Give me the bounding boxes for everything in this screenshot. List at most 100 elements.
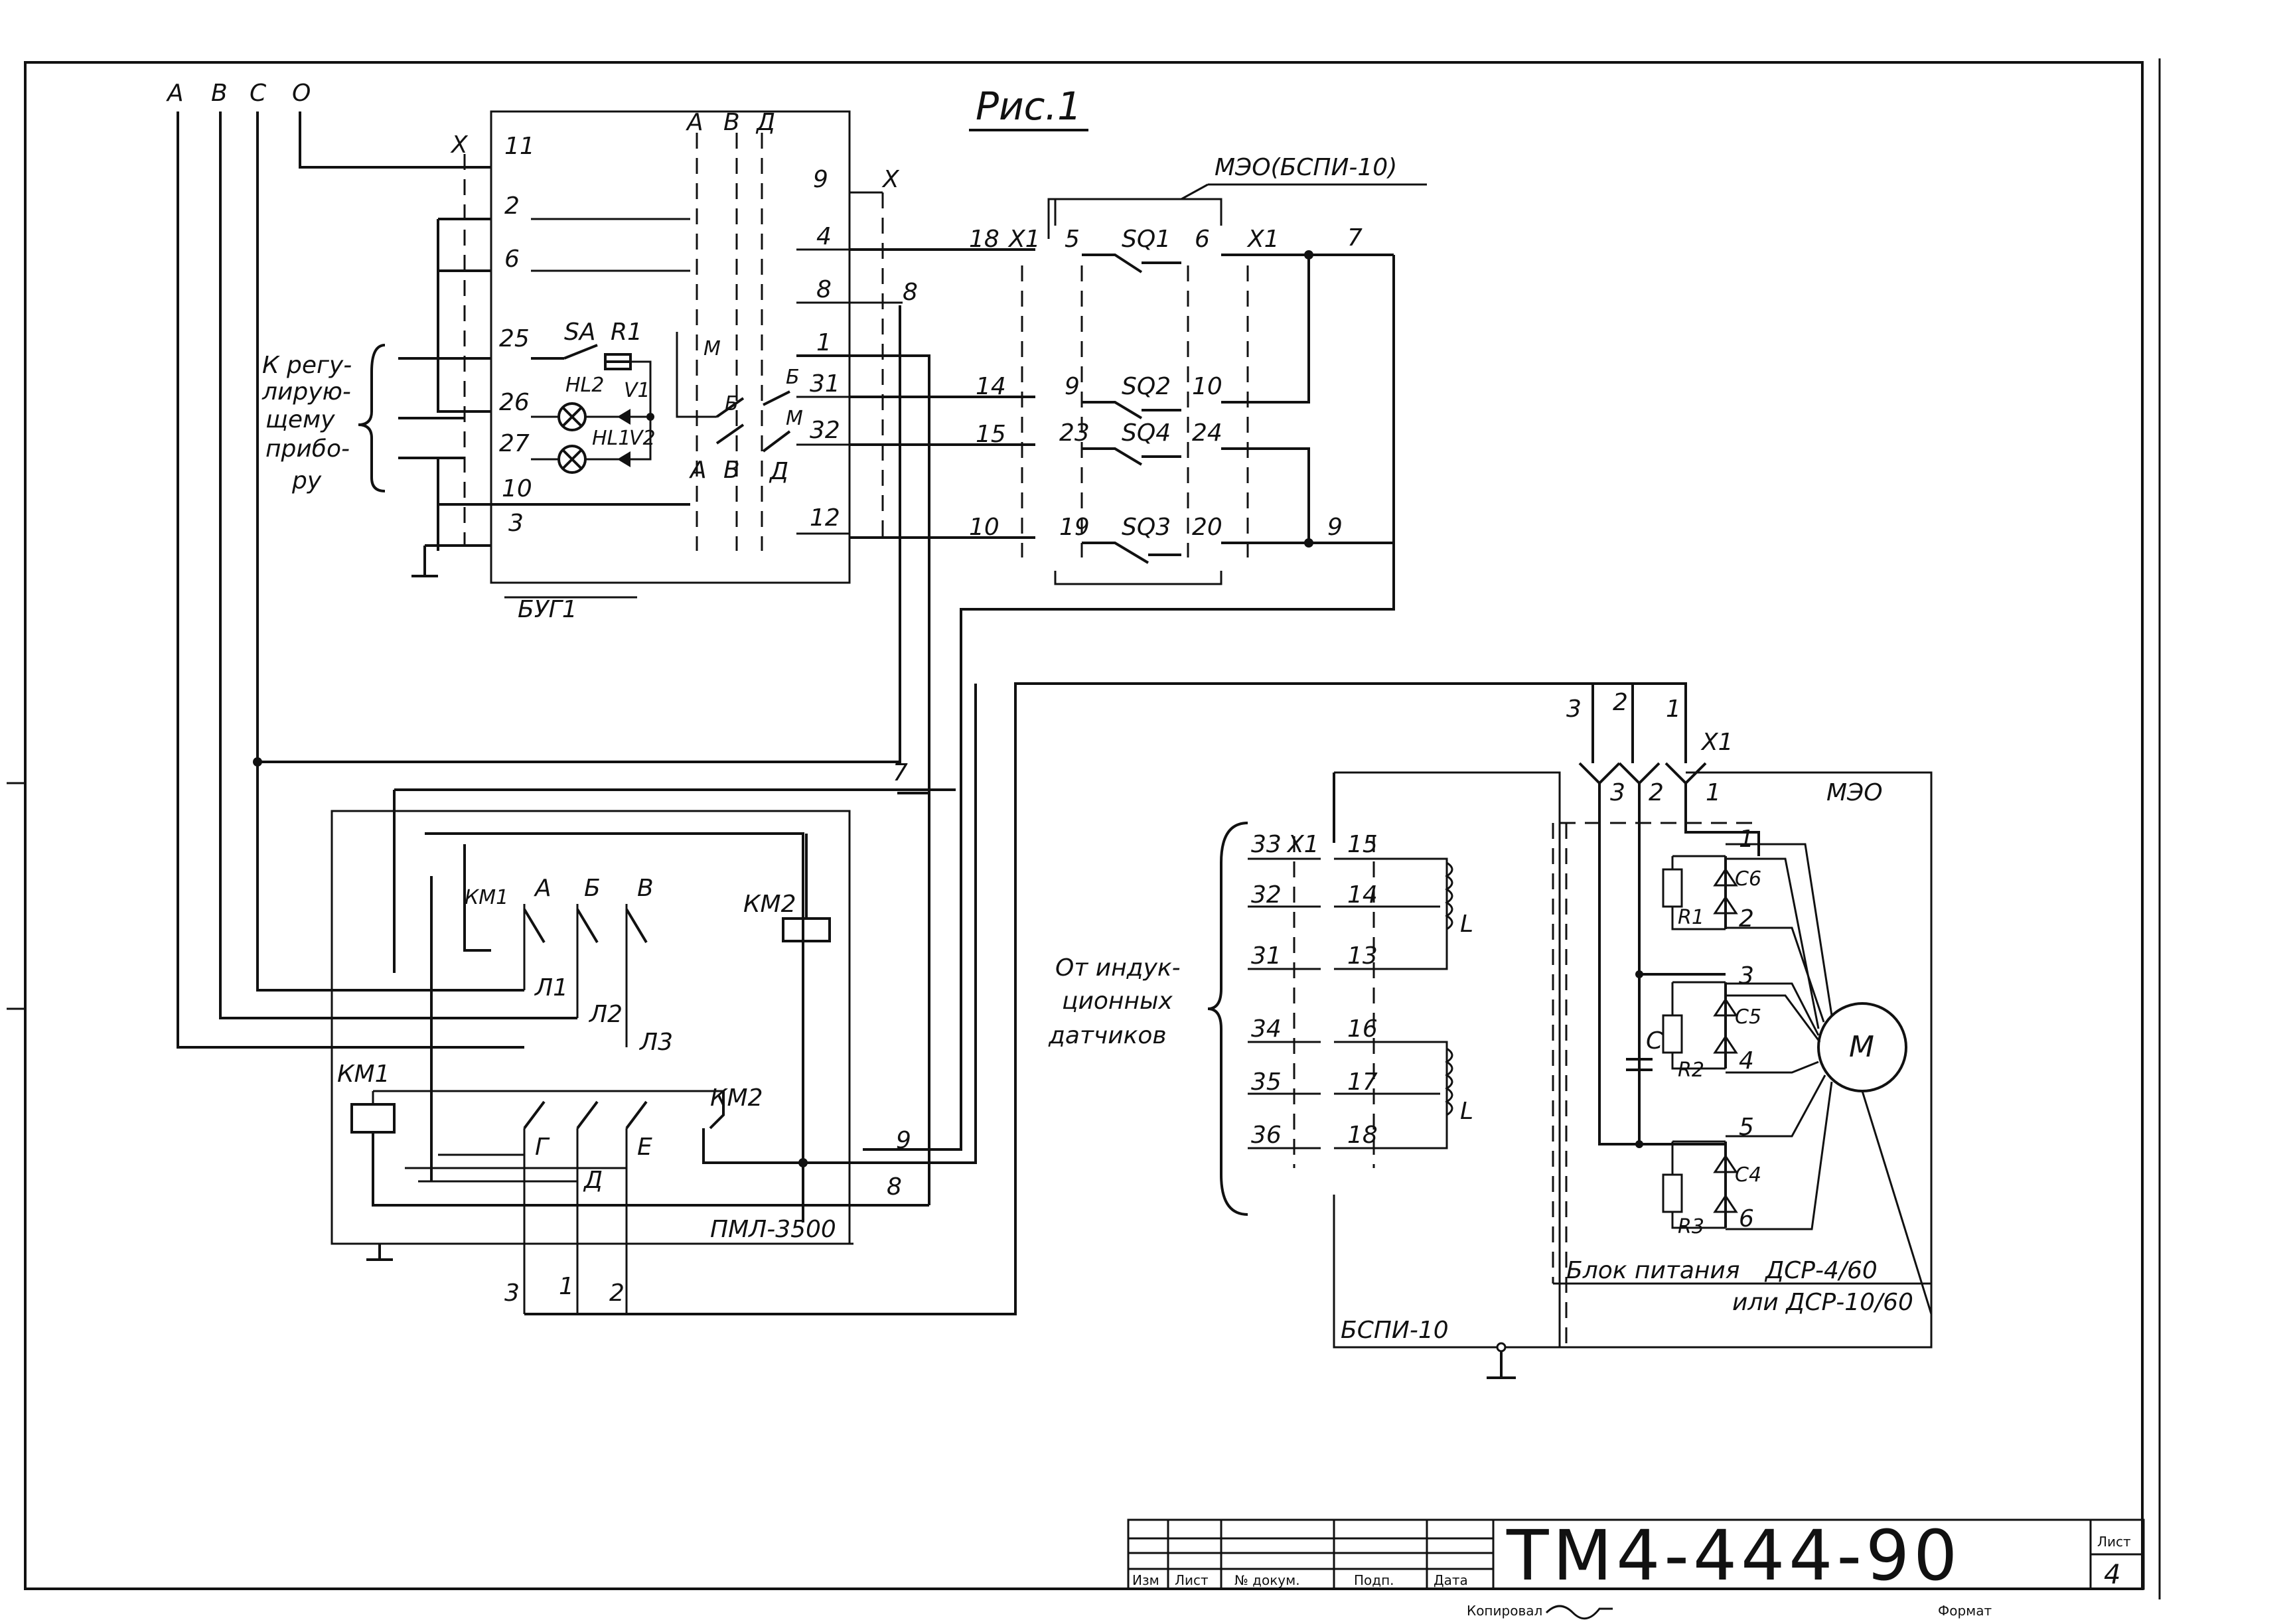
note-line: лирую-: [261, 378, 351, 406]
km1-contact-label: КМ1: [465, 886, 508, 909]
phase-c-label: С: [250, 80, 267, 107]
switch-letter: В: [723, 457, 740, 484]
wire-number: 15: [976, 421, 1006, 448]
diode-v1-symbol: [617, 409, 630, 425]
pml-contact-label: А: [534, 875, 552, 902]
bug-to-meo-wires: 18 14 15 10 Х1: [850, 226, 1041, 541]
switch-letter: А: [686, 109, 703, 136]
dsr-label: ДСР-4/60: [1764, 1257, 1878, 1284]
x1-label: Х1: [1246, 226, 1280, 253]
rectifier-node: 5: [1739, 1114, 1754, 1141]
switch-letter: М: [786, 407, 803, 430]
pml-label: ПМЛ-3500: [710, 1216, 836, 1243]
bug-right-pin: 31: [810, 370, 840, 398]
bug-right-pin: 12: [810, 504, 840, 532]
note-line: ру: [291, 467, 322, 494]
x1-label: Х1: [1700, 729, 1734, 756]
sheet-frame: [24, 61, 2144, 1590]
wire-number-9-right: 9: [1327, 514, 1343, 541]
sensors-note: От индук- ционных датчиков: [1048, 822, 1248, 1216]
pml-contact-label: Г: [535, 1134, 550, 1161]
bug-right-pin: 9: [813, 166, 828, 193]
rectifier-part: С4: [1735, 1163, 1761, 1187]
meo-pin: 19: [1059, 514, 1090, 541]
note-line: датчиков: [1048, 1022, 1167, 1049]
wire-number-9-pml: 9: [896, 1127, 911, 1154]
wire-number: 14: [976, 373, 1006, 400]
bug-pin: 11: [504, 133, 535, 160]
switch-letter: В: [723, 109, 740, 136]
bspi-pin: 16: [1347, 1015, 1378, 1043]
km2-coil-label: КМ2: [743, 891, 796, 918]
x-connector-label: Х: [450, 131, 469, 159]
meo-pin: 24: [1192, 419, 1222, 447]
phase-o-label: О: [292, 80, 311, 107]
sensor-pin: 33: [1251, 831, 1282, 858]
x-connector-label-right: Х: [881, 166, 900, 193]
x1-label: Х1: [1007, 226, 1041, 253]
bspi-pin: 15: [1347, 831, 1378, 858]
switch-letter: Д: [769, 458, 788, 485]
pml-contact-label: Е: [637, 1134, 652, 1161]
rectifier-node: 1: [1739, 826, 1754, 853]
diode-symbol: [1713, 997, 1738, 1017]
meo-input-pin: 1: [1706, 779, 1721, 806]
diode-symbol: [1713, 1194, 1738, 1213]
note-line: щему: [265, 406, 335, 433]
diode-v2-symbol: [617, 451, 630, 467]
regulator-note: К регу- лирую- щему прибо- ру: [261, 344, 386, 494]
meo-pin: 20: [1192, 514, 1222, 541]
meo-input-pin: 2: [1649, 779, 1664, 806]
bspi-pin: 13: [1347, 942, 1378, 970]
pml-3500-block: КМ1 КМ2 А Б В Л1 Л2 Л3 КМ1 КМ2 Г Д Е: [331, 682, 1687, 1315]
switch-letter: Б: [786, 366, 800, 389]
pml-terminal: 1: [559, 1273, 574, 1300]
diode-symbol: [1713, 1154, 1738, 1173]
diode-v2-label: V2: [629, 427, 656, 450]
switch-letter: Д: [755, 109, 775, 136]
resistor-r1-label: R1: [611, 319, 642, 346]
lamp-hl2-label: HL2: [565, 374, 604, 397]
note-line: К регу-: [262, 352, 352, 379]
bug-right-pin: 4: [816, 223, 832, 250]
bug-pin: 26: [499, 389, 530, 416]
sensor-pin: 35: [1251, 1069, 1282, 1096]
bspi-pin: 14: [1347, 881, 1378, 909]
title-header: Лист: [1175, 1572, 1209, 1588]
wire-number-7-right: 7: [1347, 224, 1363, 252]
bspi-10-label: БСПИ-10: [1341, 1317, 1449, 1344]
coil-symbol: [1445, 1047, 1453, 1116]
bug-right-pin: 8: [816, 276, 832, 303]
meo-input-pin: 2: [1613, 689, 1628, 716]
meo-pin: 6: [1195, 226, 1210, 253]
bug1-block: Х Х БУГ1 11 2 6 25 26 27 10 3 SA R1: [398, 109, 930, 794]
note-line: ционных: [1062, 988, 1173, 1015]
title-block: Изм Лист № докум. Подп. Дата ТМ4-444-90 …: [1127, 1515, 2145, 1620]
bspi-pin: 17: [1347, 1069, 1378, 1096]
note-line: прибо-: [265, 435, 350, 463]
bug-pin: 10: [502, 475, 532, 502]
bug-pin: 3: [508, 510, 524, 537]
pml-line-label: Л1: [534, 974, 568, 1001]
coil-label: L: [1460, 911, 1473, 938]
pml-terminal: 2: [609, 1280, 625, 1307]
bug1-label: БУГ1: [518, 596, 577, 623]
meo-input-pin: 3: [1610, 779, 1625, 806]
meo-power-block: МЭО 3 2 1 3 2 1 Х1 С 1 2 3 4 5 6: [1552, 689, 1933, 1349]
rectifier-node: 4: [1739, 1047, 1754, 1074]
dsr-alt-label: или ДСР-10/60: [1732, 1289, 1913, 1316]
diode-v1-label: V1: [624, 379, 650, 402]
rectifier-part: С6: [1735, 867, 1761, 891]
rectifier-part: R1: [1678, 906, 1704, 929]
rectifier-part: R3: [1678, 1215, 1704, 1238]
rectifier-node: 3: [1739, 962, 1754, 990]
sensor-pin: 32: [1251, 881, 1282, 909]
wire-number: 10: [969, 514, 999, 541]
resistor-symbol: [1662, 1173, 1683, 1213]
meo-input-pin: 3: [1566, 696, 1582, 723]
meo-bspi-label: МЭО(БСПИ-10): [1215, 154, 1397, 181]
sheet-number: 4: [2104, 1560, 2120, 1590]
wire-number-7: 7: [893, 759, 908, 786]
bug-pin: 25: [499, 325, 530, 352]
switch-letter: А: [689, 457, 707, 484]
